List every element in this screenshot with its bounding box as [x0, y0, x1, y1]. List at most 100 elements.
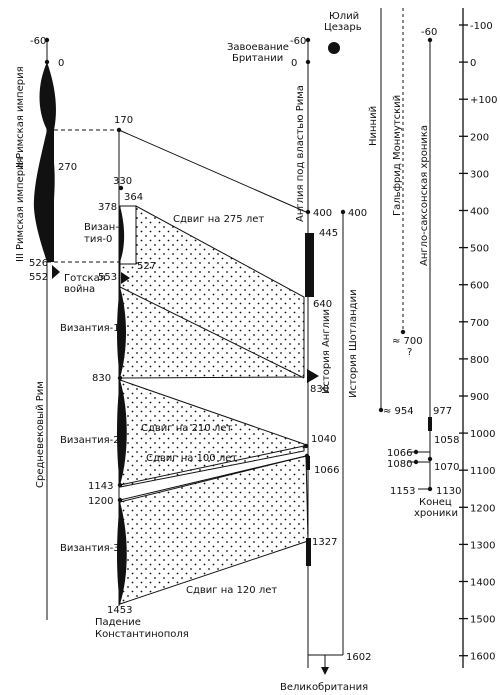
- scale-tick-label: 500: [470, 244, 489, 255]
- as-point-1066: [413, 449, 419, 455]
- as-val-1153: 1153: [390, 486, 415, 497]
- byz-2-shape: [117, 380, 127, 485]
- scale-tick-label: 600: [470, 281, 489, 292]
- nennius-label: Нинний: [368, 106, 379, 146]
- great-britain-label: Великобритания: [280, 682, 368, 693]
- byz-1-shape: [117, 287, 126, 378]
- scale-tick-label: 1600: [470, 652, 495, 663]
- scale-tick-label: 400: [470, 207, 489, 218]
- scale-tick-label: +100: [470, 95, 497, 106]
- nennius-val-954: ≈ 954: [383, 406, 414, 417]
- scale-tick-label: 1200: [470, 503, 495, 514]
- england-flag-830: [307, 369, 319, 383]
- geoffrey-point-700: [400, 329, 406, 335]
- eng-val-1066: 1066: [314, 465, 339, 476]
- byz-val-527: 527: [137, 261, 156, 272]
- chronicles: Нинний ≈ 954 Гальфрид Монмутский ≈ 700 ?…: [368, 8, 461, 519]
- eng-val-zero: 0: [291, 58, 297, 69]
- roman-empire-3-label: III Римская империя: [15, 157, 26, 262]
- eng-point-1040: [303, 443, 309, 449]
- eng-val-m60: -60: [290, 36, 306, 47]
- england-bar-1327: [306, 538, 311, 566]
- rome-val-270: 270: [58, 162, 77, 173]
- gothic-war-label: Готская война: [64, 273, 109, 295]
- eng-val-1602: 1602: [346, 652, 371, 663]
- constantinople-fall-label: Падение Константинополя: [95, 617, 189, 640]
- rome-val-m60: -60: [30, 36, 46, 47]
- scale-tick-label: 1500: [470, 615, 495, 626]
- scale-tick-label: 1000: [470, 429, 495, 440]
- byz-val-1143: 1143: [88, 481, 113, 492]
- as-val-1070: 1070: [434, 462, 459, 473]
- shift-100-label: Сдвиг на 100 лет: [146, 453, 237, 464]
- roman-empire-2-label: II Римская империя: [15, 66, 26, 168]
- geoffrey-question: ?: [407, 347, 412, 358]
- rome-val-zero: 0: [58, 58, 64, 69]
- byz-0-label: Визан- тия-0: [84, 222, 122, 245]
- geoffrey-val-700: ≈ 700: [392, 336, 423, 347]
- anglo-saxon-label: Англо-саксонская хроника: [419, 125, 430, 266]
- as-val-977: 977: [433, 406, 452, 417]
- scot-val-400: 400: [348, 208, 367, 219]
- eng-val-830: 830: [310, 384, 329, 395]
- scale-tick-label: 200: [470, 132, 489, 143]
- rome-point-m60: [44, 37, 50, 43]
- byz-point-830: [117, 375, 123, 381]
- connector-170: [118, 129, 307, 213]
- caesar-marker: [328, 42, 340, 54]
- scale-tick-label: 1300: [470, 540, 495, 551]
- byz-val-830: 830: [92, 373, 111, 384]
- roman-empire-2-white: [47, 130, 55, 200]
- history-england-label: История Англии: [321, 309, 332, 394]
- eng-val-445: 445: [319, 228, 338, 239]
- shift-275-region: [119, 205, 305, 379]
- connector-1143-1040: [119, 445, 305, 486]
- scale-tick-label: 900: [470, 392, 489, 403]
- scale-tick-label: 800: [470, 355, 489, 366]
- as-val-1058: 1058: [434, 435, 459, 446]
- time-scale: -1000+1002003004005006007008009001000110…: [459, 8, 497, 668]
- byz-1-label: Византия-1: [60, 323, 120, 334]
- eng-val-1327: 1327: [312, 537, 337, 548]
- byz-3-shape: [117, 502, 127, 604]
- britain-conquest-label: Завоевание Британии: [227, 42, 292, 64]
- byz-val-330: 330: [113, 176, 132, 187]
- scale-tick-label: 300: [470, 169, 489, 180]
- as-point-1070: [427, 456, 433, 462]
- scot-point-400: [340, 209, 346, 215]
- as-point-1130: [427, 486, 433, 492]
- byz-3-label: Византия-3: [60, 543, 120, 554]
- history-scotland-label: История Шотландии: [348, 289, 359, 398]
- scale-tick-label: 1100: [470, 466, 495, 477]
- eng-val-640: 640: [313, 299, 332, 310]
- shift-275-label: Сдвиг на 275 лет: [173, 214, 264, 225]
- rome-val-552: 552: [29, 272, 48, 283]
- byz-point-1143: [117, 482, 123, 488]
- byz-point-330: [118, 185, 124, 191]
- england-bar-445: [305, 233, 314, 297]
- shift-regions: [118, 129, 309, 605]
- anglo-saxon-val-m60: -60: [421, 27, 437, 38]
- england-column: Завоевание Британии -60 0 Юлий Цезарь Ан…: [227, 11, 371, 693]
- nennius-point-954: [378, 407, 384, 413]
- shift-120-label: Сдвиг на 120 лет: [186, 585, 277, 596]
- gothic-war-flag: [52, 265, 60, 279]
- scale-tick-label: -100: [470, 21, 493, 32]
- roman-empire-2-shape: [33, 62, 56, 262]
- byz-val-170: 170: [114, 115, 133, 126]
- julius-caesar-label: Юлий Цезарь: [324, 11, 362, 33]
- england-bar-1066: [306, 456, 310, 470]
- scale-tick-label: 0: [470, 58, 476, 69]
- chronicle-end-label: Конец хроники: [414, 497, 458, 519]
- as-val-1130: 1130: [436, 486, 461, 497]
- connector-byz1-830: [119, 286, 305, 379]
- byz-flag-553: [121, 272, 130, 284]
- byz-2-label: Византия-2: [60, 435, 120, 446]
- as-val-1066: 1066: [387, 448, 412, 459]
- byz-val-364: 364: [124, 192, 143, 203]
- geoffrey-label: Гальфрид Монмутский: [392, 95, 403, 216]
- byz-val-553: 553: [98, 272, 117, 283]
- eng-point-400: [305, 209, 311, 215]
- byzantium-column: 170 330 378 364 Визан- тия-0 527 553 Виз…: [60, 115, 189, 640]
